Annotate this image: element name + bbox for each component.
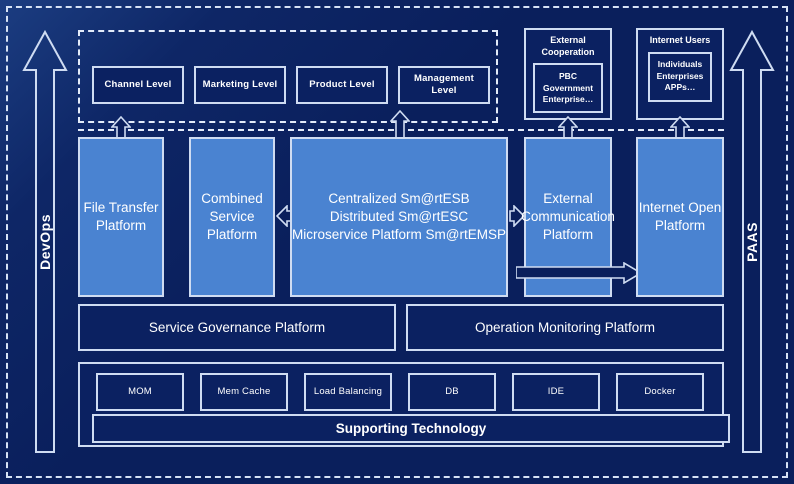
governance-label: Operation Monitoring Platform bbox=[474, 319, 656, 335]
level-label: Marketing Level bbox=[202, 79, 278, 91]
external-cooperation-inner-label: PBC Government Enterprise… bbox=[542, 71, 594, 105]
level-box-product[interactable]: Product Level bbox=[296, 66, 388, 104]
platform-internet-open[interactable]: Internet Open Platform bbox=[636, 137, 724, 297]
outer-dashed-frame bbox=[6, 6, 788, 478]
platform-centralized-esb[interactable]: Centralized Sm@rtESB Distributed Sm@rtES… bbox=[290, 137, 508, 297]
platform-label: Internet Open Platform bbox=[638, 200, 722, 233]
tech-label: Mem Cache bbox=[217, 386, 271, 398]
paas-rail: PAAS bbox=[729, 28, 775, 456]
platform-label: File Transfer Platform bbox=[83, 200, 159, 233]
tech-label: Docker bbox=[644, 386, 676, 398]
governance-operation-monitoring[interactable]: Operation Monitoring Platform bbox=[406, 304, 724, 351]
tech-label: Load Balancing bbox=[313, 386, 383, 398]
tech-box-ide[interactable]: IDE bbox=[512, 373, 600, 411]
platform-label: Centralized Sm@rtESB Distributed Sm@rtES… bbox=[292, 191, 506, 242]
connector-arrow-right-external-comm bbox=[509, 204, 526, 232]
connector-arrow-long-right-internet-open bbox=[515, 261, 643, 289]
devops-rail: DevOps bbox=[22, 28, 68, 456]
tech-box-mem-cache[interactable]: Mem Cache bbox=[200, 373, 288, 411]
consumer-levels-group bbox=[78, 30, 498, 123]
level-label: Product Level bbox=[309, 79, 375, 91]
up-arrow-icon bbox=[729, 29, 775, 453]
internet-users-group[interactable]: Internet Users Individuals Enterprises A… bbox=[636, 28, 724, 120]
tech-box-docker[interactable]: Docker bbox=[616, 373, 704, 411]
external-cooperation-group[interactable]: External Cooperation PBC Government Ente… bbox=[524, 28, 612, 120]
tech-label: MOM bbox=[128, 386, 152, 398]
platform-label: Combined Service Platform bbox=[201, 191, 263, 242]
internet-users-inner: Individuals Enterprises APPs… bbox=[648, 51, 712, 102]
tech-label: IDE bbox=[547, 386, 565, 398]
governance-service-platform[interactable]: Service Governance Platform bbox=[78, 304, 396, 351]
external-cooperation-title: External Cooperation bbox=[541, 35, 595, 57]
platform-file-transfer[interactable]: File Transfer Platform bbox=[78, 137, 164, 297]
level-box-channel[interactable]: Channel Level bbox=[92, 66, 184, 104]
internet-users-title: Internet Users bbox=[649, 35, 711, 45]
paas-label: PAAS bbox=[744, 222, 760, 262]
tech-box-load-balancing[interactable]: Load Balancing bbox=[304, 373, 392, 411]
up-arrow-icon bbox=[22, 29, 68, 453]
supporting-technology-label: Supporting Technology bbox=[335, 420, 487, 436]
platform-label: External Communication Platform bbox=[521, 191, 615, 242]
level-label: Management Level bbox=[413, 73, 475, 96]
external-cooperation-inner: PBC Government Enterprise… bbox=[533, 63, 603, 114]
internet-users-inner-label: Individuals Enterprises APPs… bbox=[656, 59, 704, 93]
supporting-technology-bar[interactable]: Supporting Technology bbox=[92, 414, 730, 443]
tech-box-mom[interactable]: MOM bbox=[96, 373, 184, 411]
tech-box-db[interactable]: DB bbox=[408, 373, 496, 411]
platform-combined-service[interactable]: Combined Service Platform bbox=[189, 137, 275, 297]
governance-label: Service Governance Platform bbox=[148, 319, 326, 335]
level-box-management[interactable]: Management Level bbox=[398, 66, 490, 104]
level-box-marketing[interactable]: Marketing Level bbox=[194, 66, 286, 104]
level-label: Channel Level bbox=[104, 79, 172, 91]
tech-label: DB bbox=[445, 386, 459, 398]
devops-label: DevOps bbox=[37, 214, 53, 270]
